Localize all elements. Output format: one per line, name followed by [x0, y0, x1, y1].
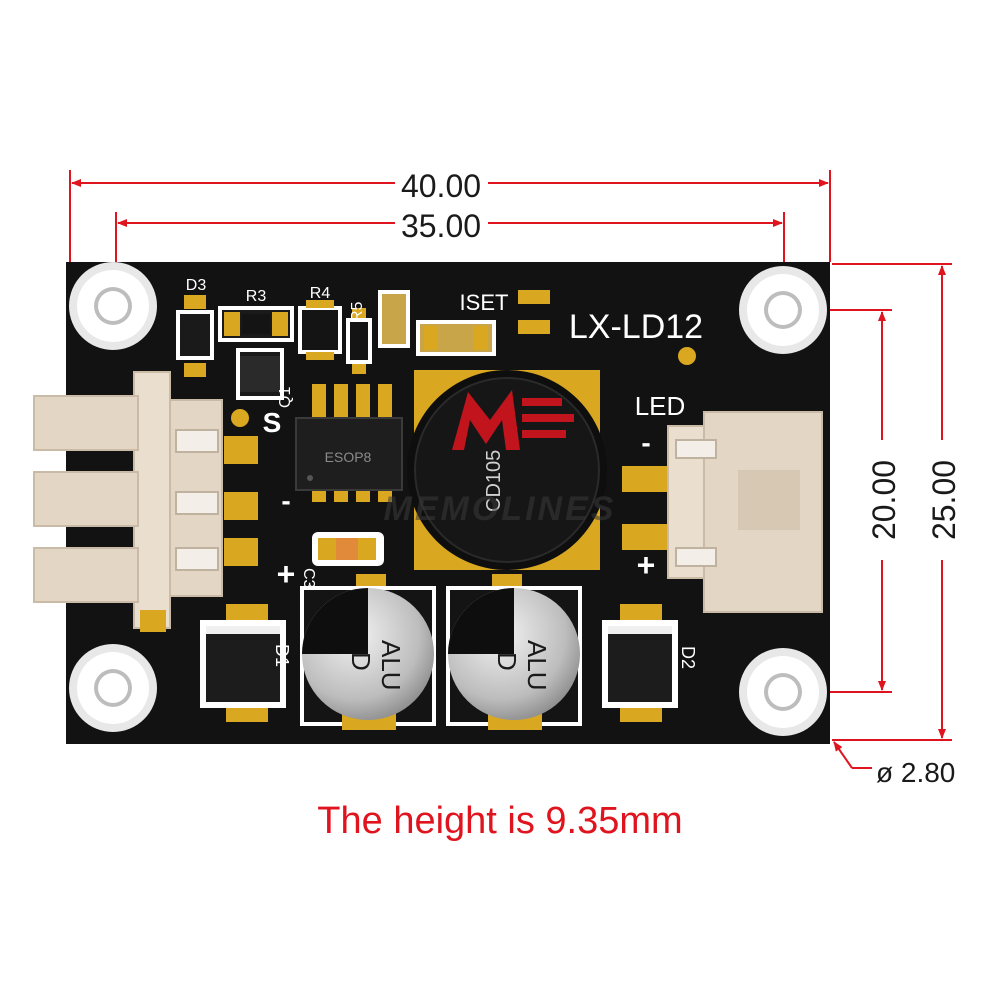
- board-model: LX-LD12: [569, 308, 703, 346]
- cap-right-text-d: D: [492, 652, 522, 671]
- resistor-small: [378, 290, 410, 348]
- label-input-s: S: [263, 407, 282, 438]
- transistor-q1: [236, 348, 284, 400]
- ic-esop8: [295, 384, 403, 502]
- connector-led: [622, 411, 823, 613]
- connector-input: [33, 371, 258, 632]
- ref-r3: R3: [246, 288, 267, 305]
- watermark-logo: [452, 390, 574, 450]
- pad-inductor: [492, 574, 522, 588]
- label-led-minus: -: [641, 427, 650, 458]
- ref-c3: C3: [300, 568, 317, 589]
- resistor-iset: [416, 320, 496, 356]
- resistor-r3: [218, 306, 294, 342]
- diode-d3: [176, 295, 214, 377]
- label-input-plus: +: [277, 556, 296, 592]
- dim-label-hole-diameter: ø 2.80: [876, 757, 955, 788]
- via-pad: [678, 347, 696, 365]
- pad-iset-1: [518, 290, 550, 304]
- capacitor-c3: [312, 532, 384, 566]
- dim-label-width-holes: 35.00: [401, 208, 481, 244]
- ref-d3: D3: [186, 277, 207, 294]
- label-iset: ISET: [460, 290, 509, 315]
- diode-d2: [602, 604, 678, 722]
- ic-marking: ESOP8: [325, 449, 372, 465]
- resistor-r5: [346, 308, 372, 374]
- watermark-text: MEMOLINES: [384, 490, 617, 528]
- ref-d1: D1: [272, 644, 292, 667]
- label-led-plus: +: [637, 547, 656, 583]
- ref-d2: D2: [678, 646, 698, 669]
- dimension-height-holes: [830, 309, 892, 693]
- mounting-hole-top-right: [739, 266, 827, 354]
- resistor-r4: [298, 300, 342, 360]
- diode-d1: [200, 604, 286, 722]
- capacitor-electrolytic-left: [300, 586, 436, 730]
- via-q1: [231, 409, 249, 427]
- cap-right-text-alu: ALU: [522, 640, 552, 691]
- pcb-board: D3 R3 R4 R5: [33, 262, 830, 744]
- cap-left-text-alu: ALU: [376, 640, 406, 691]
- pad-c3: [356, 574, 386, 588]
- inductor-marking: CD105: [483, 450, 505, 512]
- dimension-width-total: [69, 170, 831, 262]
- dimension-height-total: [832, 263, 952, 741]
- cap-left-text-d: D: [346, 652, 376, 671]
- pad-iset-2: [518, 320, 550, 334]
- dim-label-width-total: 40.00: [401, 168, 481, 204]
- mounting-hole-bottom-left: [69, 644, 157, 732]
- dim-label-height-holes: 20.00: [866, 460, 902, 540]
- label-led: LED: [635, 391, 686, 421]
- dim-label-height-total: 25.00: [926, 460, 962, 540]
- mounting-hole-bottom-right: [739, 648, 827, 736]
- height-caption: The height is 9.35mm: [317, 800, 683, 842]
- ref-r4: R4: [310, 285, 331, 302]
- ref-r5: R5: [349, 301, 366, 322]
- capacitor-electrolytic-right: [446, 586, 582, 730]
- dimension-hole-diameter-leader: [833, 741, 872, 769]
- mounting-hole-top-left: [69, 262, 157, 350]
- dimension-width-holes: [115, 212, 785, 262]
- ref-q1: Q1: [277, 387, 294, 408]
- label-input-minus: -: [281, 485, 290, 516]
